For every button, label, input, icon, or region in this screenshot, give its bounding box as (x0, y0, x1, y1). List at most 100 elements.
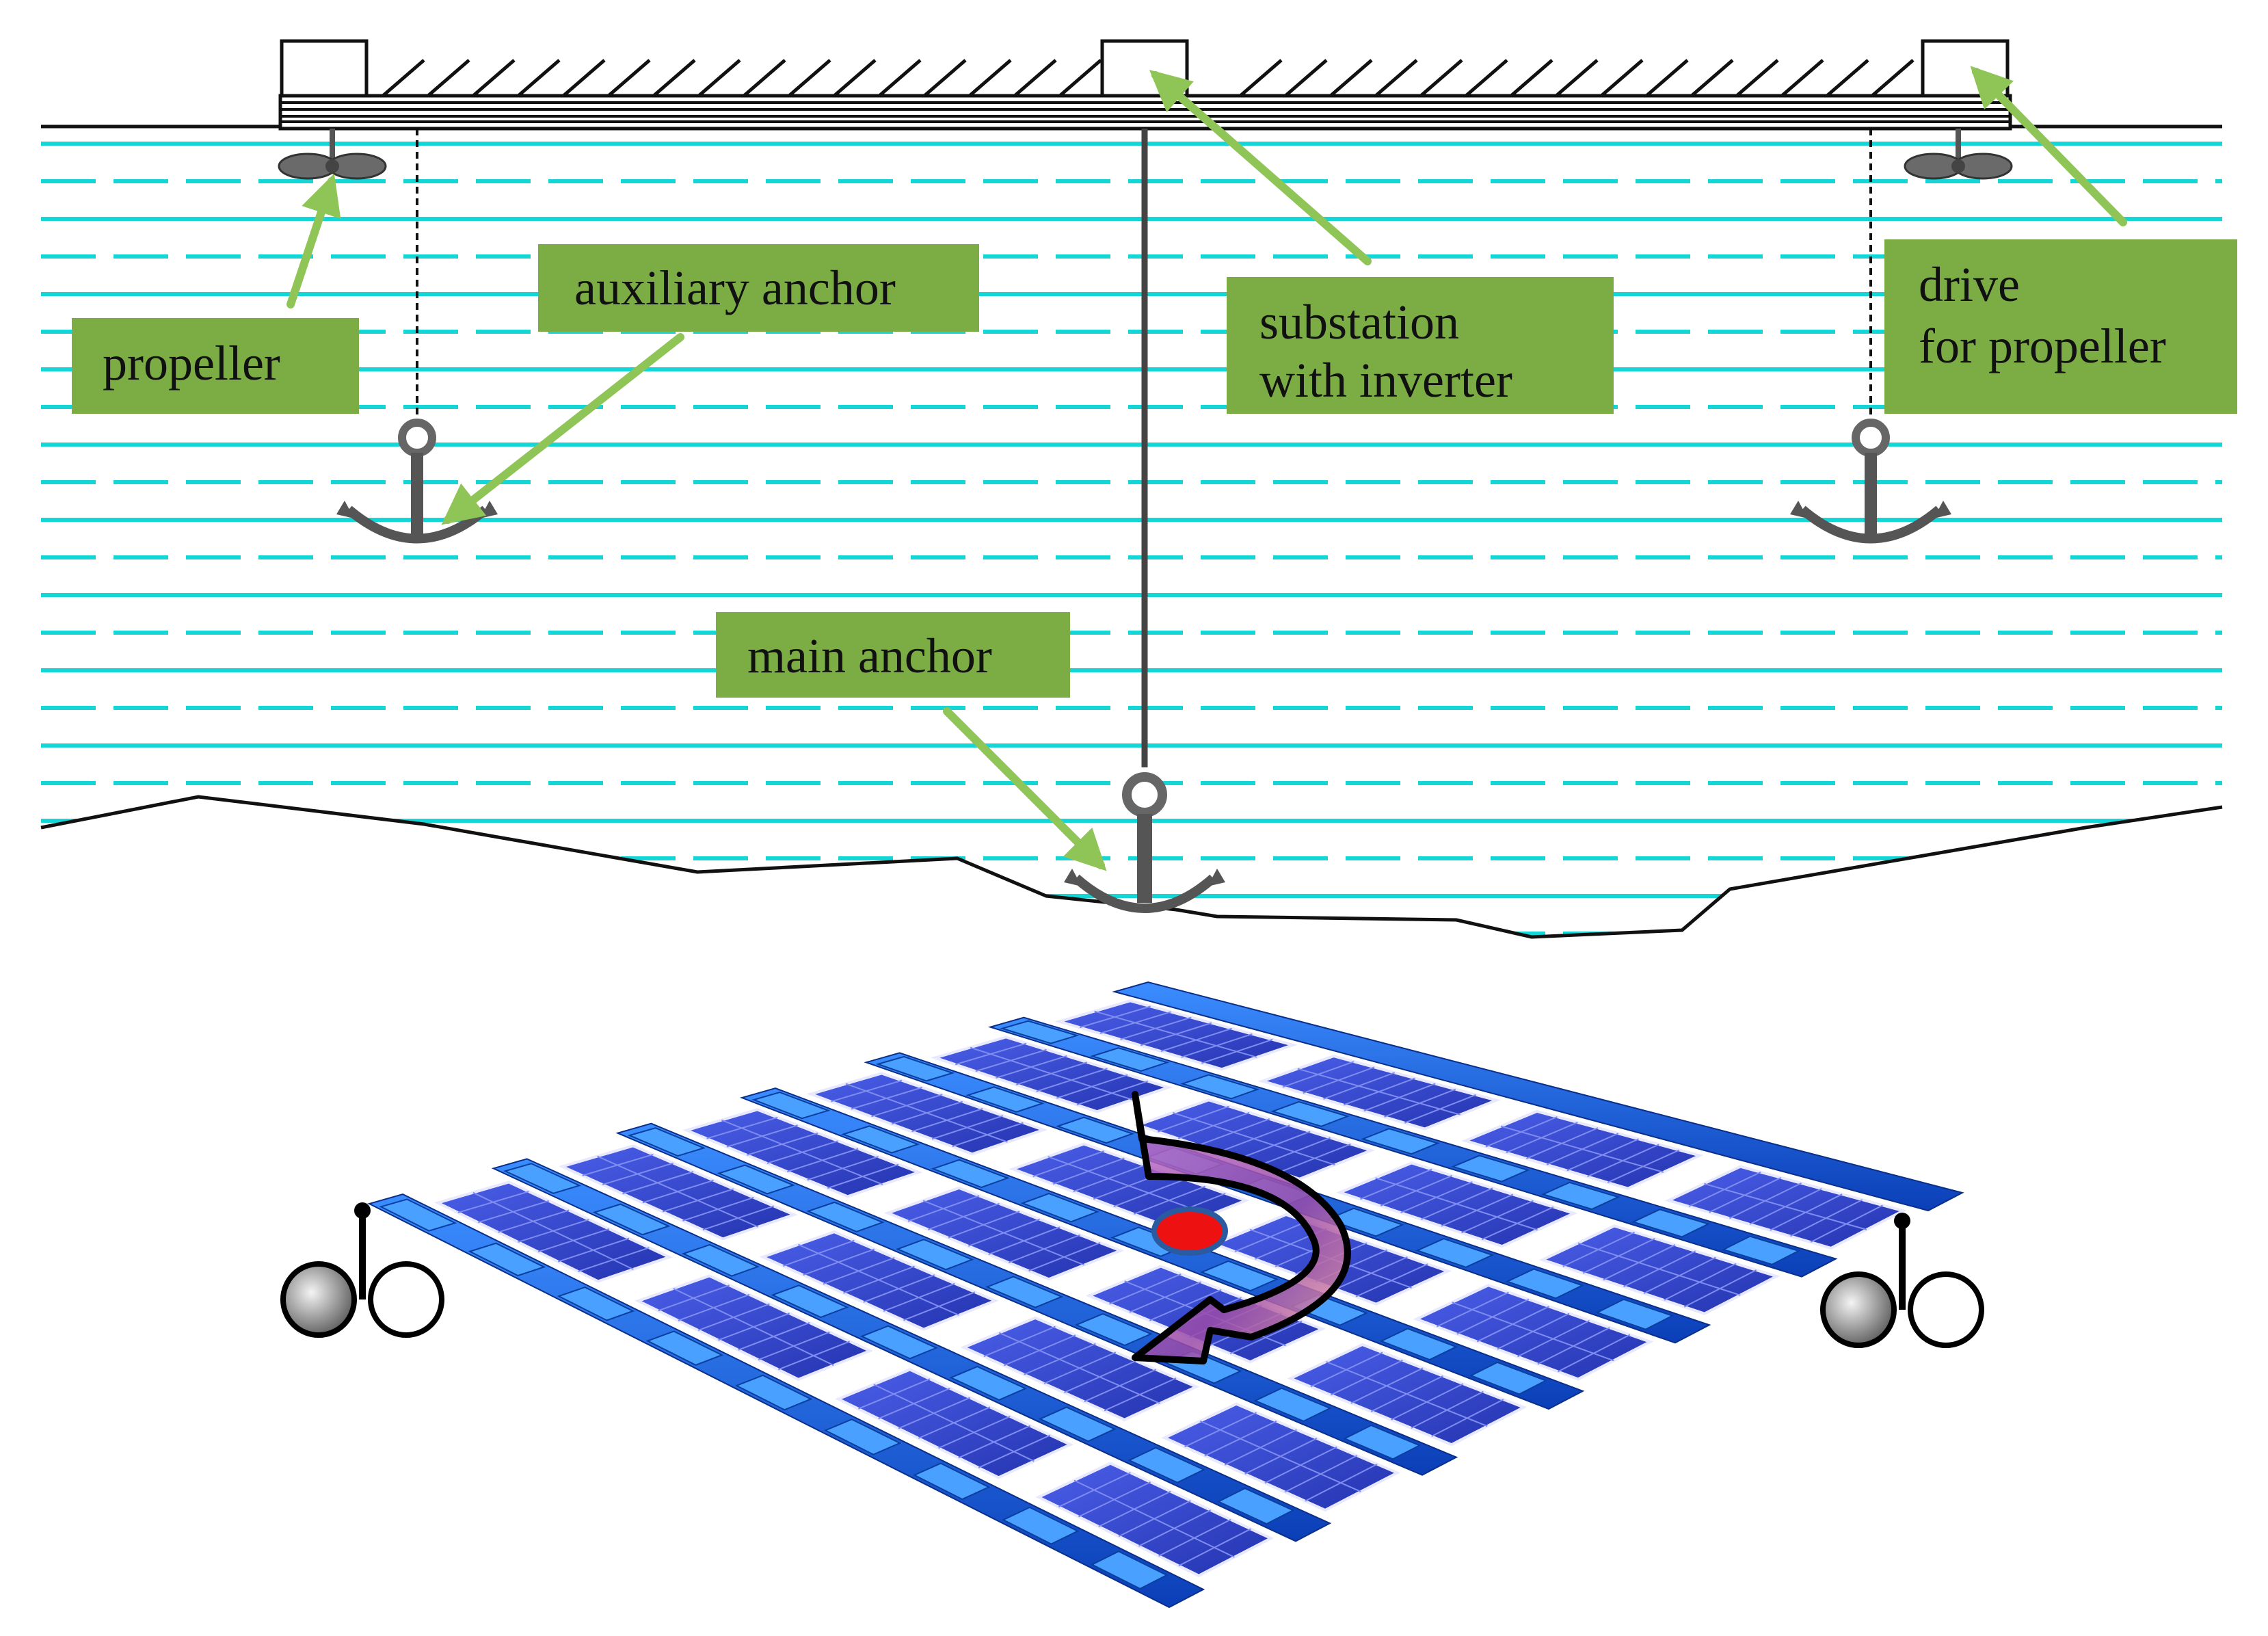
panel-cell-line (673, 1288, 834, 1367)
float-block (1128, 1447, 1206, 1483)
panel-cell-line (1094, 1010, 1257, 1058)
platform-hatch (1826, 59, 1869, 97)
platform-hatch (1690, 59, 1734, 97)
platform-hatch (1645, 59, 1689, 97)
platform-hatch (878, 59, 922, 97)
float-block (912, 1462, 991, 1501)
propeller-label: propeller (103, 336, 280, 391)
platform-hatch (1555, 59, 1599, 97)
panel-cell-line (1048, 1156, 1210, 1216)
float-block (1200, 1260, 1279, 1292)
platform-hatch (1239, 59, 1283, 97)
float-block (1540, 1181, 1620, 1211)
callout-arrows (286, 66, 2127, 871)
platform-hatch (1465, 59, 1508, 97)
floating-platform (278, 39, 2012, 131)
panel-cell-line (998, 1332, 1160, 1404)
panel-cell-line (721, 1119, 883, 1185)
float-block (1505, 1268, 1584, 1299)
propeller-icon (278, 129, 387, 180)
platform-hatch (968, 59, 1012, 97)
label-drive: drive for propeller (1884, 239, 2237, 414)
float-block (379, 1198, 457, 1232)
float-block (1379, 1328, 1458, 1361)
float-block (1090, 1047, 1170, 1072)
float-block (1595, 1298, 1675, 1330)
float-block (965, 1086, 1045, 1113)
float-block (681, 1243, 760, 1277)
propeller-icon (1904, 129, 2013, 180)
float-block (949, 1365, 1028, 1401)
float-block (771, 1284, 849, 1319)
panel-cell-line (970, 1046, 1133, 1100)
float-block (1000, 1020, 1080, 1044)
float-block (875, 1055, 955, 1082)
panel-cell-line (1500, 1125, 1664, 1173)
platform-hatch (652, 59, 696, 97)
float-block (1020, 1193, 1099, 1223)
panel-cell-line (597, 1155, 759, 1228)
panel-cell-line (1172, 1111, 1335, 1166)
platform-hatch (1329, 59, 1373, 97)
platform-hatch (1284, 59, 1328, 97)
float-block (627, 1127, 706, 1157)
panel-cell-line (1326, 1361, 1488, 1427)
float-block (1091, 1551, 1169, 1590)
platform-hatch (1058, 59, 1102, 97)
float-block (985, 1276, 1064, 1308)
substation-label-line1: substation (1259, 295, 1459, 349)
platform-hatch (1419, 59, 1463, 97)
float-block (503, 1163, 582, 1194)
pivot-point (1151, 1206, 1228, 1256)
platform-hatch (1780, 59, 1824, 97)
float-block (734, 1374, 813, 1411)
float-block (806, 1201, 885, 1232)
float-block (1721, 1235, 1801, 1265)
float-block (751, 1091, 831, 1120)
anchor-icon (1790, 419, 1951, 544)
platform-hatch (1600, 59, 1644, 97)
panel-cell-line (798, 1243, 959, 1316)
substation-label-line2: with inverter (1259, 353, 1512, 408)
solar-array (367, 981, 1964, 1609)
float-block (645, 1330, 724, 1366)
main-anchor-label: main anchor (747, 629, 992, 683)
panel-cell-line (845, 1083, 1008, 1143)
float-block (1631, 1209, 1711, 1238)
panel-cell-line (922, 1200, 1085, 1266)
panel-cell-line (873, 1384, 1035, 1462)
drive-label-line1: drive (1919, 257, 2020, 312)
drive-label-line2: for propeller (1919, 319, 2166, 373)
platform-hatch (1013, 59, 1057, 97)
platform-hatch (833, 59, 877, 97)
float-block (823, 1419, 902, 1455)
platform-hatch (1374, 59, 1418, 97)
platform-hatch (472, 59, 516, 97)
panel-cell-line (1703, 1183, 1867, 1230)
float-block (1343, 1424, 1422, 1460)
platform-hatch (427, 59, 470, 97)
panel-cell-line (1452, 1302, 1614, 1362)
float-block (557, 1287, 635, 1321)
anchor-icon (1064, 772, 1225, 913)
rotation-arrow-icon (1132, 1091, 1351, 1364)
float-block (1074, 1312, 1153, 1347)
float-block (931, 1159, 1010, 1189)
platform-hatch (1871, 59, 1915, 97)
float-block (1325, 1207, 1404, 1237)
label-main-anchor: main anchor (716, 612, 1070, 698)
float-block (1469, 1361, 1548, 1395)
float-block (1270, 1100, 1350, 1127)
propeller-drive-icon (1820, 1213, 1984, 1348)
float-block (1180, 1074, 1260, 1100)
platform-hatch (517, 59, 561, 97)
platform-hatch (1510, 59, 1553, 97)
label-auxiliary-anchor: auxiliary anchor (538, 244, 979, 332)
float-block (1415, 1237, 1495, 1268)
auxiliary-anchor-label: auxiliary anchor (574, 261, 896, 315)
float-block (896, 1239, 974, 1271)
panel-cell-line (1199, 1420, 1361, 1492)
float-block (1451, 1155, 1530, 1183)
float-block (859, 1325, 938, 1360)
float-block (1001, 1506, 1080, 1545)
